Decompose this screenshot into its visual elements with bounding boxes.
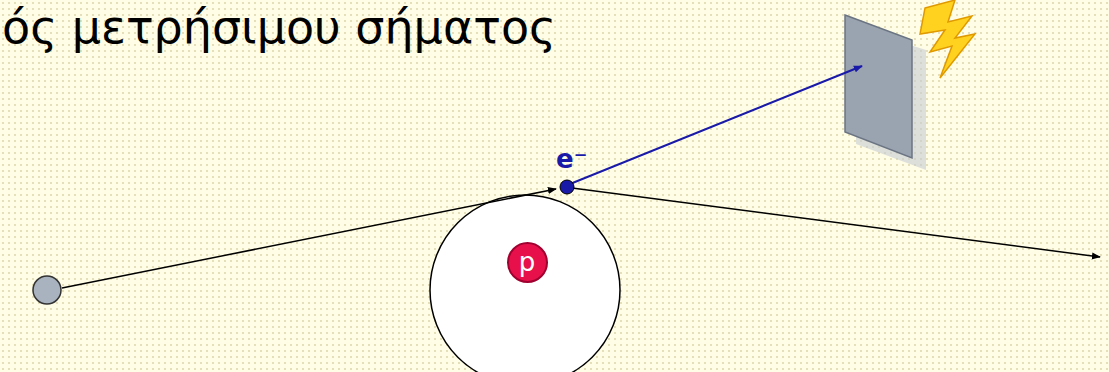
- scattered-path: [572, 188, 1100, 257]
- incident-particle: [33, 276, 61, 304]
- signal-flash: [920, 0, 975, 78]
- proton-circle: p: [507, 242, 548, 283]
- particle-symbol: p: [519, 249, 536, 275]
- electron-label: e⁻: [556, 144, 587, 175]
- heading-fragment: ός μετρήσιμου σήματος: [2, 0, 556, 55]
- atom-shell: [430, 195, 620, 372]
- electron-dot: [560, 180, 574, 194]
- electron-path: [570, 66, 862, 184]
- incident-path: [62, 189, 556, 288]
- detector-plate: [845, 15, 912, 158]
